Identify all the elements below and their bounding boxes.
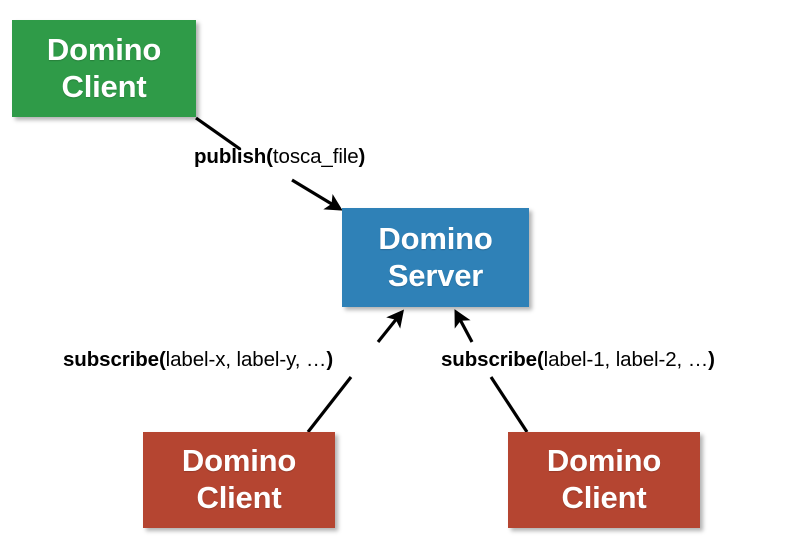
edge-label-args: tosca_file xyxy=(272,145,359,168)
node-label-line1: Domino xyxy=(46,31,162,67)
edge-label-args: label-x, label-y, … xyxy=(165,348,327,371)
edge-label-call: publish( xyxy=(194,145,273,168)
edge-label-subscribe-left: subscribe(label-x, label-y, …) xyxy=(63,348,334,371)
node-label-line2: Client xyxy=(196,480,282,515)
node-label-line2: Client xyxy=(561,480,647,515)
node-label-line2: Server xyxy=(387,257,484,293)
edge-label-call: subscribe( xyxy=(63,348,166,371)
node-domino-client-subscriber-right[interactable]: Domino Client xyxy=(508,432,700,528)
subscribe-right-arrow-segment-lower xyxy=(489,376,529,433)
node-label-line1: Domino xyxy=(378,220,493,256)
node-label-line2: Client xyxy=(61,68,147,104)
node-label-line1: Domino xyxy=(546,443,662,479)
edge-label-subscribe-right: subscribe(label-1, label-2, …) xyxy=(441,348,715,371)
edge-label-close: ) xyxy=(358,145,366,168)
node-domino-client-publisher[interactable]: Domino Client xyxy=(12,20,196,117)
edge-label-call: subscribe( xyxy=(441,348,544,371)
publish-arrow-segment-lower xyxy=(291,178,343,211)
node-domino-server[interactable]: Domino Server xyxy=(342,208,529,307)
edge-label-close: ) xyxy=(708,348,715,371)
edge-label-publish: publish(tosca_file) xyxy=(194,145,366,168)
subscribe-right-arrow-segment-upper xyxy=(454,309,474,343)
node-domino-client-subscriber-left[interactable]: Domino Client xyxy=(143,432,335,528)
edge-label-args: label-1, label-2, … xyxy=(543,348,709,371)
subscribe-left-arrow-segment-upper xyxy=(376,309,404,343)
subscribe-left-arrow-segment-lower xyxy=(306,376,353,433)
edge-label-close: ) xyxy=(326,348,334,371)
node-label-line1: Domino xyxy=(181,443,297,479)
